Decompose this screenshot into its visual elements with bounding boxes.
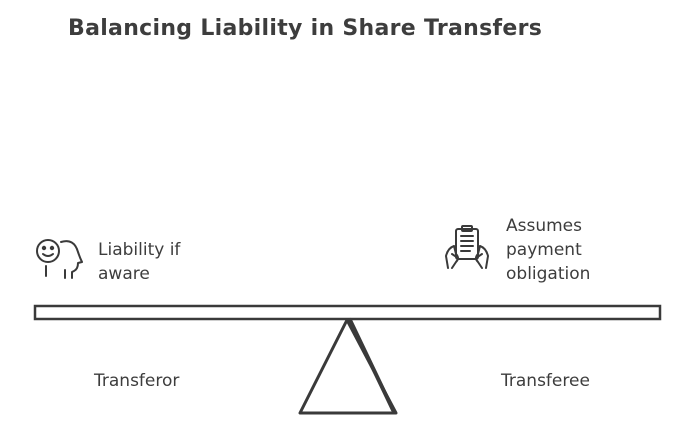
left-label-line-2: aware <box>98 264 150 284</box>
right-label-line-2: payment <box>506 240 582 260</box>
fulcrum-shadow-edge <box>348 318 395 412</box>
clipboard-hands-icon <box>442 224 494 272</box>
left-label: Liability if aware <box>98 238 180 286</box>
right-label-line-3: obligation <box>506 264 591 284</box>
diagram-title: Balancing Liability in Share Transfers <box>68 16 543 41</box>
seesaw-plank <box>33 304 662 321</box>
transferor-label: Transferor <box>94 371 180 391</box>
person-thinking-icon <box>34 236 86 282</box>
seesaw-fulcrum <box>298 318 398 415</box>
right-label: Assumes payment obligation <box>506 214 590 286</box>
right-label-line-1: Assumes <box>506 216 582 236</box>
transferee-label: Transferee <box>501 371 590 391</box>
left-label-line-1: Liability if <box>98 240 181 260</box>
